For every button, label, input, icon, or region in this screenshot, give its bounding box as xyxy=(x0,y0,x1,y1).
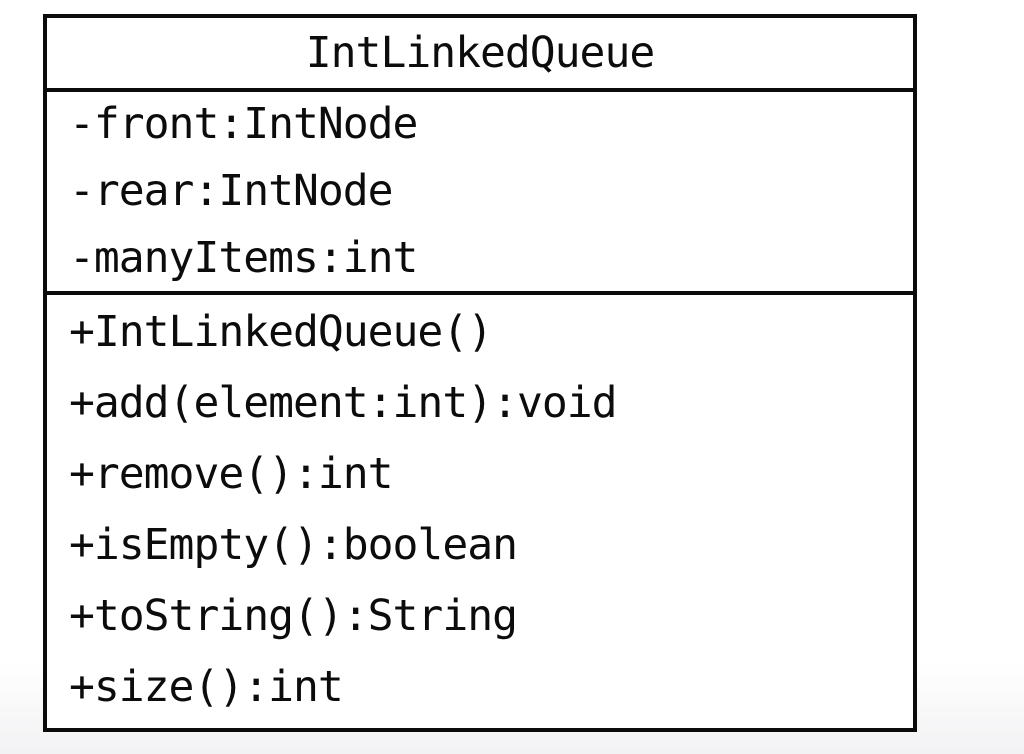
uml-methods-compartment: +IntLinkedQueue() +add(element:int):void… xyxy=(47,295,913,724)
method-isempty: +isEmpty():boolean xyxy=(69,519,518,570)
method-constructor: +IntLinkedQueue() xyxy=(69,306,493,357)
uml-attributes-compartment: -front:IntNode -rear:IntNode -manyItems:… xyxy=(47,92,913,295)
uml-class-box: IntLinkedQueue -front:IntNode -rear:IntN… xyxy=(43,14,917,732)
method-tostring: +toString():String xyxy=(69,590,518,641)
attribute-front: -front:IntNode xyxy=(69,99,418,149)
attribute-manyitems: -manyItems:int xyxy=(69,233,418,283)
class-name: IntLinkedQueue xyxy=(305,28,655,78)
uml-title-compartment: IntLinkedQueue xyxy=(47,18,913,92)
method-size: +size():int xyxy=(69,661,344,712)
method-add: +add(element:int):void xyxy=(69,377,618,428)
method-remove: +remove():int xyxy=(69,448,394,499)
attribute-rear: -rear:IntNode xyxy=(69,166,394,216)
